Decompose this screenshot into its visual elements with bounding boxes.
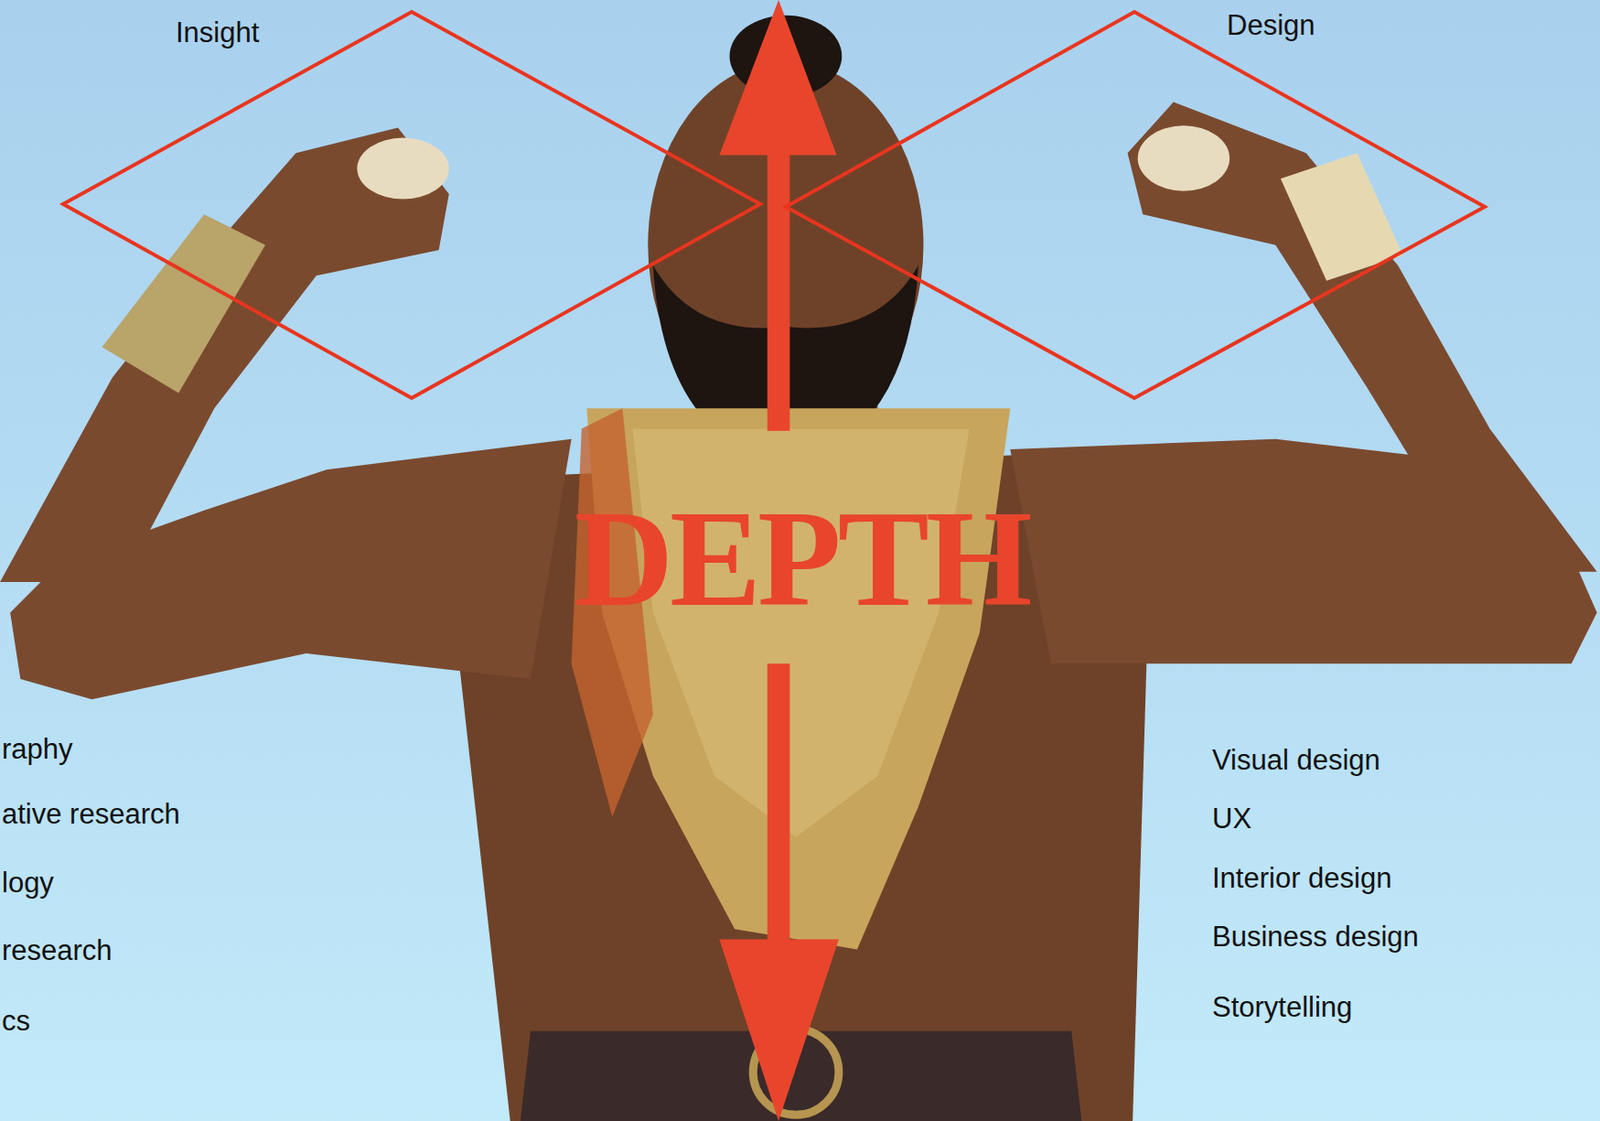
diamond-outline: [54, 0, 769, 408]
arrow-head: [719, 938, 839, 1121]
list-item: Visual design: [1212, 742, 1381, 777]
diamond-shape: [785, 11, 1485, 398]
diamond-outline: [777, 0, 1492, 408]
left-rings: [356, 138, 449, 200]
list-item: Storytelling: [1212, 989, 1353, 1024]
arrow-shaft: [767, 663, 791, 949]
diamond-region: Insight: [54, 0, 769, 408]
arrow-head: [719, 0, 837, 156]
diamond-shape: [63, 11, 761, 398]
list-item: ative research: [1, 796, 181, 831]
right-rings: [1138, 125, 1230, 191]
list-item: raphy: [1, 731, 74, 766]
arrow-shaft: [767, 142, 791, 431]
list-item: Interior design: [1212, 860, 1392, 895]
region-heading: Design: [1226, 9, 1316, 43]
list-item: logy: [1, 865, 54, 900]
list-item: UX: [1212, 801, 1252, 836]
list-item: research: [1, 933, 113, 967]
list-item: Business design: [1212, 919, 1419, 954]
axis-title: DEPTH: [574, 489, 1030, 627]
list-item: cs: [1, 1003, 31, 1038]
left-forearm: [0, 127, 450, 581]
diamond-region: Design: [777, 0, 1492, 408]
region-heading: Insight: [175, 16, 259, 50]
right-forearm: [1127, 102, 1598, 572]
